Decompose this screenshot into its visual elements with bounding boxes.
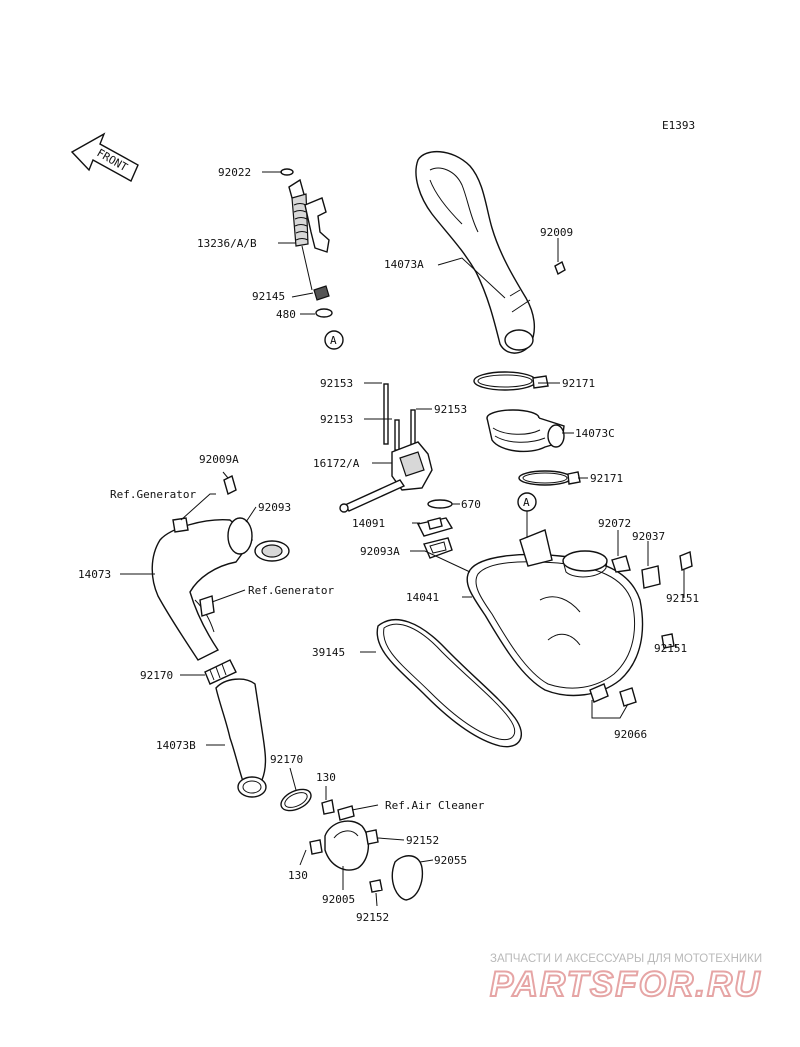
clamp-92171-upper — [473, 371, 549, 391]
callout-130-b: 130 — [288, 869, 308, 882]
callout-14073b: 14073B — [156, 739, 196, 752]
watermark: ЗАПЧАСТИ И АКСЕССУАРЫ ДЛЯ МОТОТЕХНИКИ PA… — [489, 953, 762, 1005]
callout-92153-c: 92153 — [434, 403, 467, 416]
callout-92170-left: 92170 — [140, 669, 173, 682]
callout-92152-a: 92152 — [406, 834, 439, 847]
callout-92009a: 92009A — [199, 453, 239, 466]
duct-14073a — [415, 150, 566, 354]
callout-92171-lower: 92171 — [590, 472, 623, 485]
callout-14091: 14091 — [352, 517, 385, 530]
callout-92145: 92145 — [252, 290, 285, 303]
callout-92152-b: 92152 — [356, 911, 389, 924]
callout-92093a: 92093A — [360, 545, 400, 558]
ref-a-marker-2: A — [517, 492, 537, 512]
callout-92022: 92022 — [218, 166, 251, 179]
callout-13236: 13236/A/B — [197, 237, 257, 250]
fittings-670-14091-92093a — [416, 499, 454, 559]
ref-a-label-2: A — [523, 496, 530, 509]
callout-92153-b: 92153 — [320, 413, 353, 426]
callout-14073: 14073 — [78, 568, 111, 581]
callout-ref-generator-2: Ref.Generator — [248, 584, 334, 597]
callout-ref-air-cleaner: Ref.Air Cleaner — [385, 799, 485, 812]
ref-a-label: A — [330, 334, 337, 347]
diagram-code: E1393 — [662, 119, 695, 132]
front-arrow-icon: FRONT — [70, 132, 139, 182]
callout-92037: 92037 — [632, 530, 665, 543]
callout-670: 670 — [461, 498, 481, 511]
callout-130-a: 130 — [316, 771, 336, 784]
leader-lines — [120, 171, 685, 907]
callout-92066: 92066 — [614, 728, 647, 741]
callout-92151-b: 92151 — [654, 642, 687, 655]
callout-16172: 16172/A — [313, 457, 360, 470]
callout-92009: 92009 — [540, 226, 573, 239]
callout-92055: 92055 — [434, 854, 467, 867]
callout-92170-bottom: 92170 — [270, 753, 303, 766]
callout-92072: 92072 — [598, 517, 631, 530]
duct-14073 — [151, 474, 253, 661]
callout-92005: 92005 — [322, 893, 355, 906]
watermark-brand: PARTSFOR.RU — [490, 965, 762, 1004]
callout-39145: 39145 — [312, 646, 345, 659]
callout-92151-a: 92151 — [666, 592, 699, 605]
callout-92153-a: 92153 — [320, 377, 353, 390]
adjuster-assembly: A — [280, 168, 344, 350]
boot-14073c — [486, 409, 565, 453]
callout-14041: 14041 — [406, 591, 439, 604]
callout-ref-generator-1: Ref.Generator — [110, 488, 196, 501]
seal-92093 — [254, 540, 290, 562]
watermark-tagline: ЗАПЧАСТИ И АКСЕССУАРЫ ДЛЯ МОТОТЕХНИКИ — [490, 953, 762, 965]
callout-labels: 92022 13236/A/B 92145 480 14073A 92009 9… — [78, 166, 699, 924]
clutch-cover-14041 — [466, 529, 644, 703]
drive-belt-39145 — [376, 618, 522, 748]
duct-14073b — [204, 659, 267, 798]
lower-housing-92005 — [280, 788, 424, 901]
callout-92093: 92093 — [258, 501, 291, 514]
callout-92171-upper: 92171 — [562, 377, 595, 390]
small-parts-right — [611, 551, 693, 707]
callout-14073c: 14073C — [575, 427, 615, 440]
clamp-92171-lower — [518, 470, 581, 486]
callout-14073a: 14073A — [384, 258, 424, 271]
callout-480: 480 — [276, 308, 296, 321]
actuator-16172 — [339, 383, 433, 513]
